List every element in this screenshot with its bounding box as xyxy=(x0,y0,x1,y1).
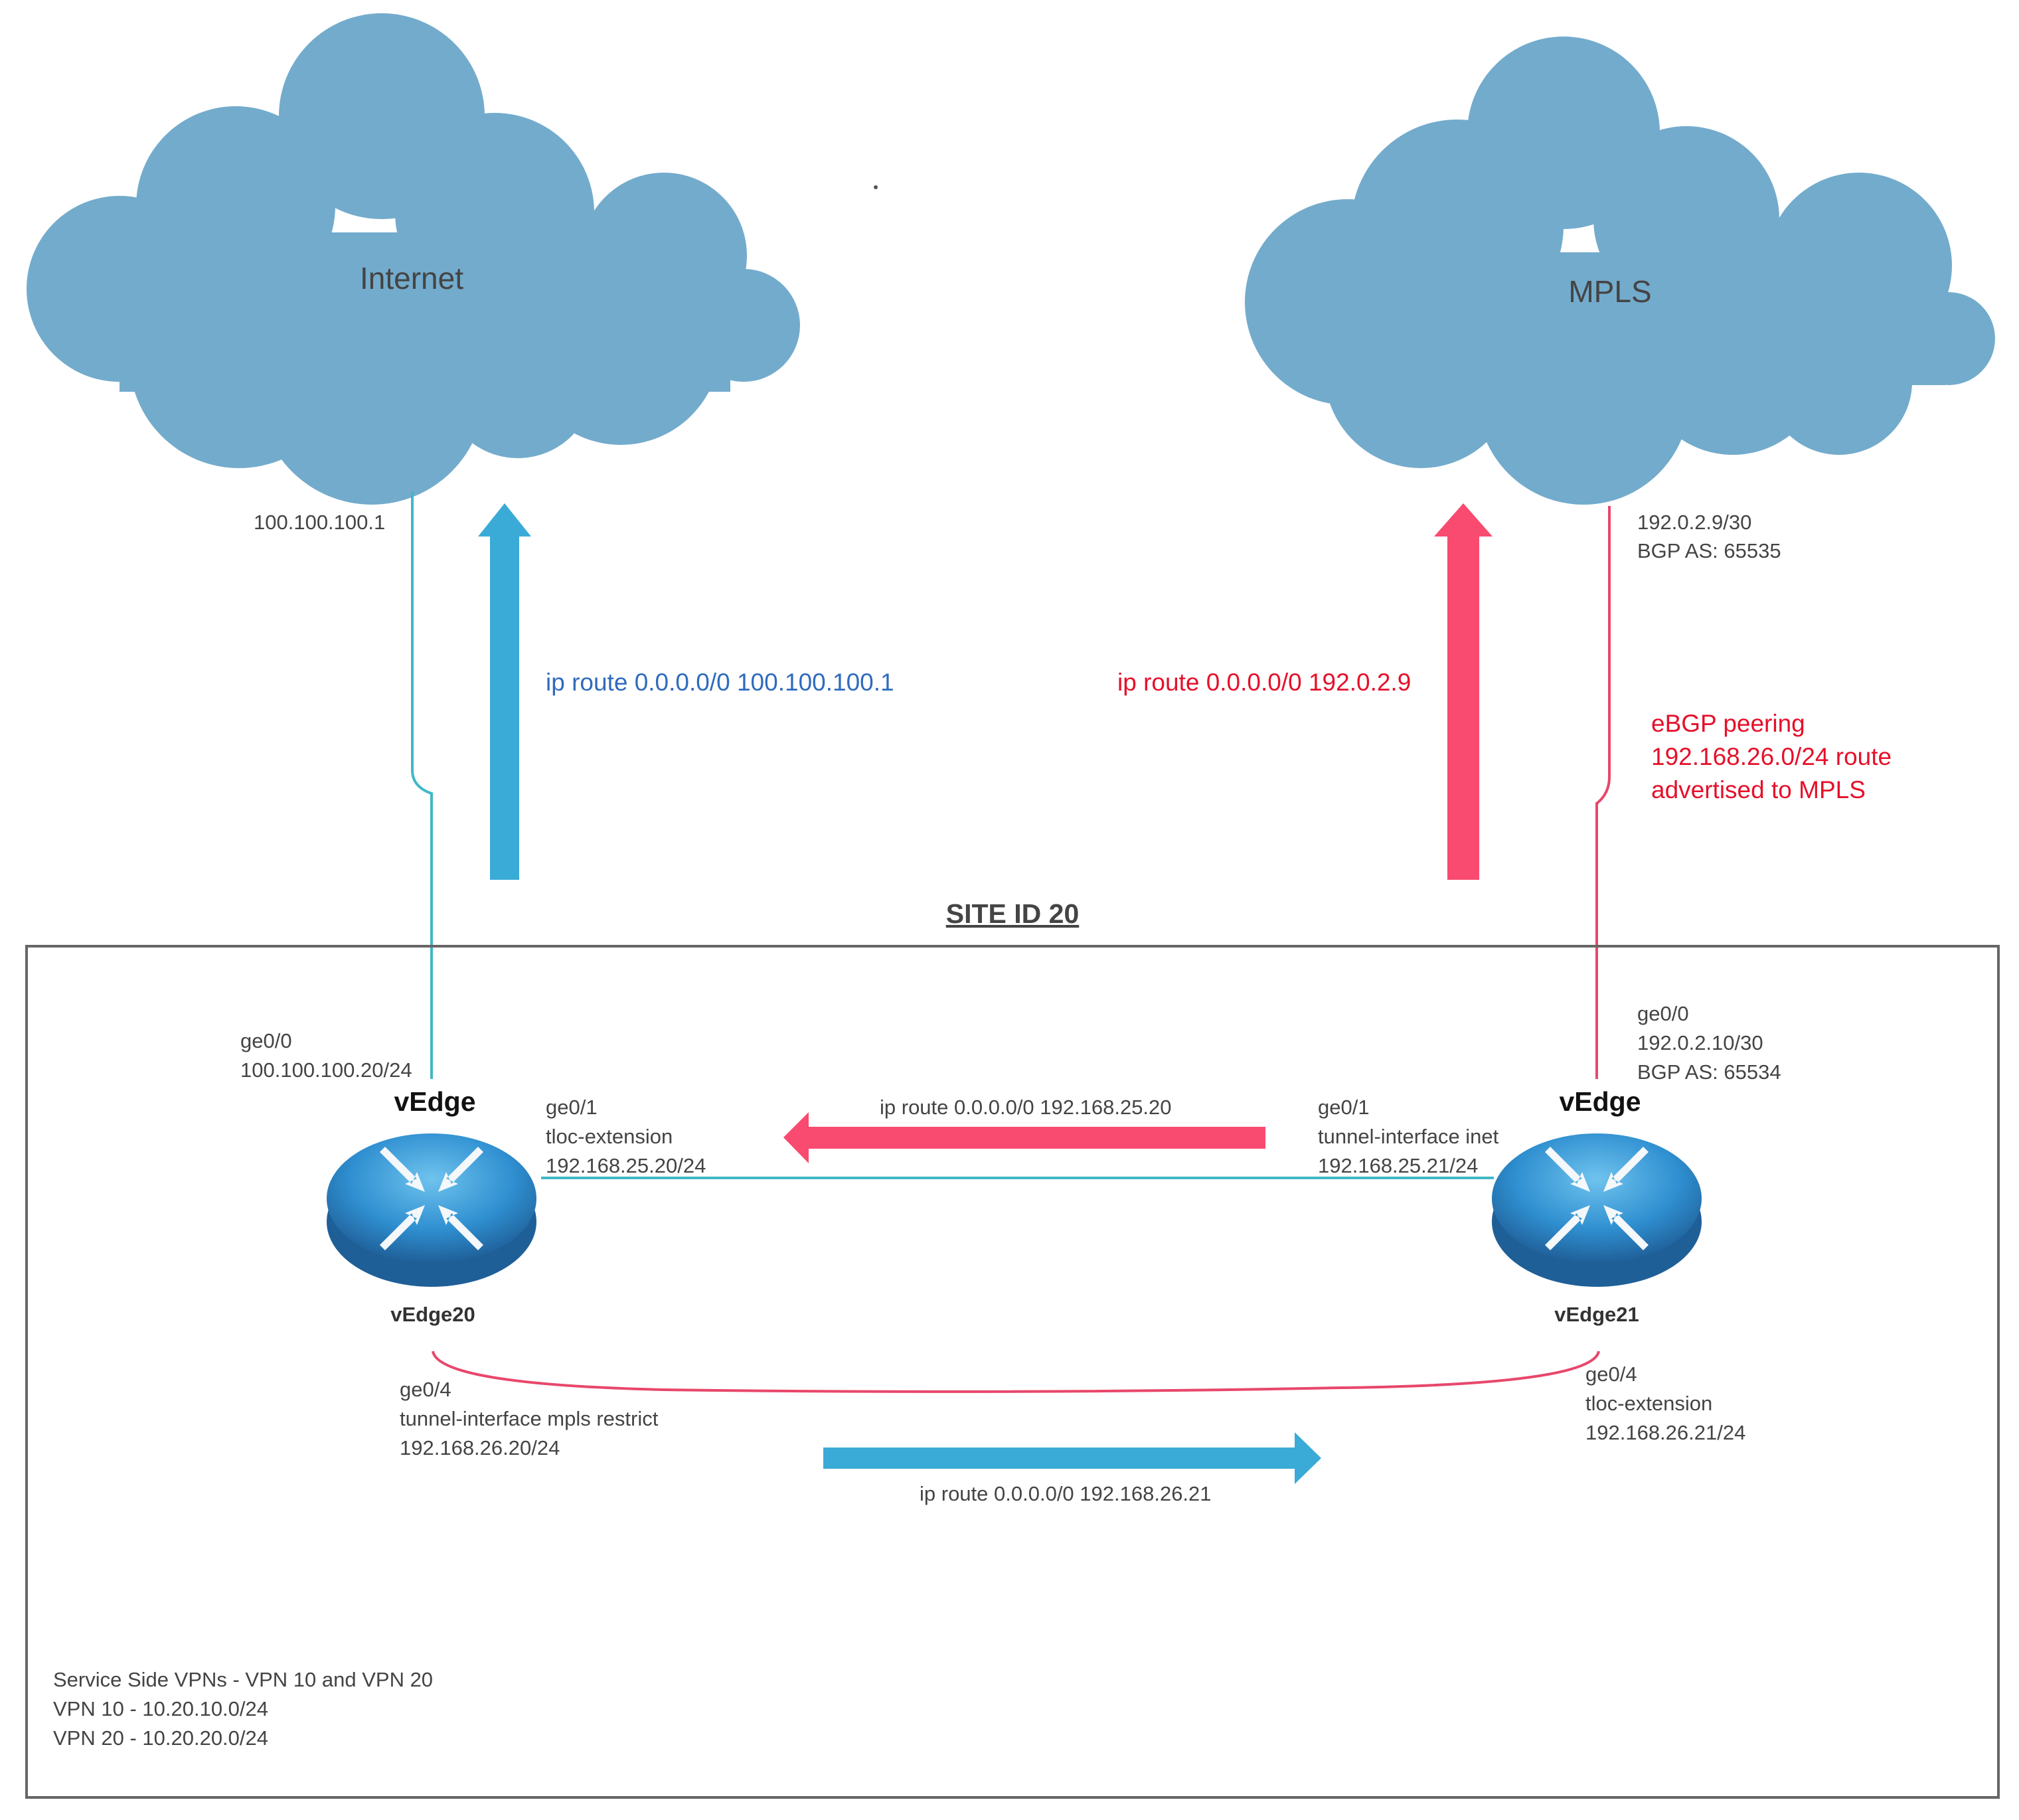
vedge20-ge04-line: 192.168.26.20/24 xyxy=(400,1436,560,1459)
vedge20-ge01-line: tloc-extension xyxy=(546,1125,673,1148)
internet-default-route-label: ip route 0.0.0.0/0 100.100.100.1 xyxy=(546,669,894,696)
vedge21-ge04-line: 192.168.26.21/24 xyxy=(1585,1421,1745,1444)
vedge20-ge00-line: ge0/0 xyxy=(240,1029,292,1052)
service-vpn-line: VPN 10 - 10.20.10.0/24 xyxy=(53,1697,268,1720)
mpls-default-route-label: ip route 0.0.0.0/0 192.0.2.9 xyxy=(1117,669,1411,696)
mpls-cloud xyxy=(1245,37,1995,505)
internet-cloud-label: Internet xyxy=(360,261,463,295)
mpls-link-line xyxy=(1595,506,1611,1079)
ebgp-line: eBGP peering xyxy=(1651,710,1805,737)
internet-cloud xyxy=(27,13,800,505)
tloc-26-route-arrow xyxy=(823,1432,1321,1484)
vedge21-ge00-line: ge0/0 xyxy=(1637,1002,1689,1025)
internet-route-arrow xyxy=(478,503,531,880)
vedge21-name: vEdge21 xyxy=(1554,1303,1639,1326)
mpls-ip-line: BGP AS: 65535 xyxy=(1637,539,1781,562)
internet-ip-label: 100.100.100.1 xyxy=(254,511,385,534)
mpls-route-arrow xyxy=(1434,503,1493,880)
vedge20-name: vEdge20 xyxy=(390,1303,475,1326)
tloc-26-link-line xyxy=(432,1351,1600,1393)
vedge21-ge01-line: 192.168.25.21/24 xyxy=(1318,1154,1478,1177)
site-title: SITE ID 20 xyxy=(946,898,1080,929)
site-box xyxy=(25,945,2000,1799)
service-vpn-line: VPN 20 - 10.20.20.0/24 xyxy=(53,1726,268,1750)
service-vpn-line: Service Side VPNs - VPN 10 and VPN 20 xyxy=(53,1668,433,1691)
vedge20-ge01-line: ge0/1 xyxy=(546,1096,598,1119)
tloc-25-route-arrow xyxy=(783,1112,1265,1163)
vedge20-ge04-line: ge0/4 xyxy=(400,1378,451,1401)
vedge21-router[interactable] xyxy=(1492,1133,1702,1287)
internet-link-line xyxy=(411,491,433,1079)
tloc-25-route-label: ip route 0.0.0.0/0 192.168.25.20 xyxy=(880,1096,1172,1119)
mpls-cloud-label: MPLS xyxy=(1568,274,1651,309)
vedge20-ge01-line: 192.168.25.20/24 xyxy=(546,1154,706,1177)
mpls-ip-line: 192.0.2.9/30 xyxy=(1637,511,1751,534)
tloc-26-route-label: ip route 0.0.0.0/0 192.168.26.21 xyxy=(920,1482,1212,1505)
vedge21-ge00-line: BGP AS: 65534 xyxy=(1637,1060,1781,1084)
ebgp-line: advertised to MPLS xyxy=(1651,776,1866,803)
vedge20-ge00-line: 100.100.100.20/24 xyxy=(240,1058,412,1082)
vedge20-ge04-line: tunnel-interface mpls restrict xyxy=(400,1407,659,1430)
vedge20-router[interactable] xyxy=(327,1133,536,1287)
stray-dot xyxy=(874,185,878,189)
vedge21-caption: vEdge xyxy=(1559,1086,1641,1117)
vedge20-caption: vEdge xyxy=(394,1086,475,1117)
ebgp-line: 192.168.26.0/24 route xyxy=(1651,743,1892,770)
vedge21-ge00-line: 192.0.2.10/30 xyxy=(1637,1031,1763,1054)
vedge21-ge04-line: tloc-extension xyxy=(1585,1392,1712,1415)
vedge21-ge04-line: ge0/4 xyxy=(1585,1363,1637,1386)
vedge21-ge01-line: tunnel-interface inet xyxy=(1318,1125,1499,1148)
vedge21-ge01-line: ge0/1 xyxy=(1318,1096,1370,1119)
